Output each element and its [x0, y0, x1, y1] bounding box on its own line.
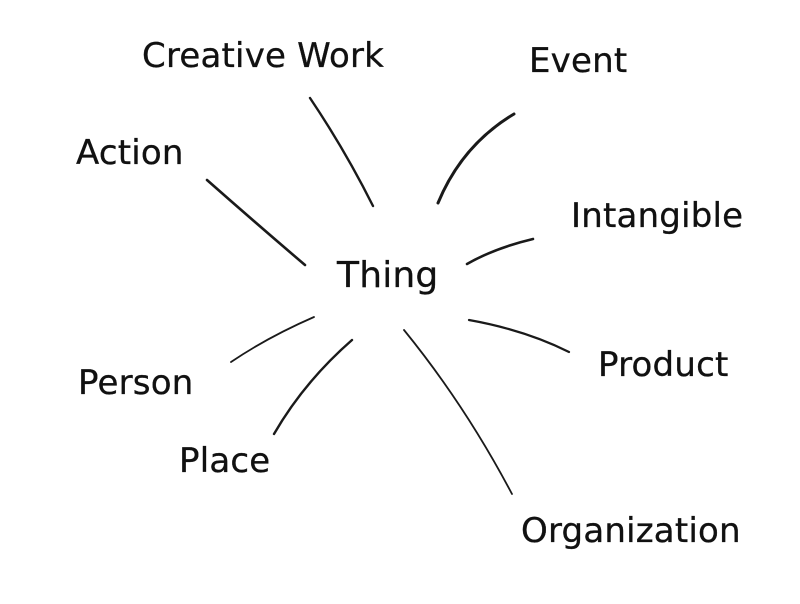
connector-person — [230, 316, 315, 363]
connector-organization — [403, 329, 513, 495]
node-event: Event — [529, 41, 628, 81]
node-person: Person — [78, 363, 194, 403]
connector-product — [467, 318, 571, 354]
node-organization: Organization — [521, 511, 741, 551]
connector-action — [205, 178, 307, 267]
node-thing: Thing — [337, 255, 439, 296]
node-creative-work: Creative Work — [142, 36, 385, 76]
node-action: Action — [76, 133, 184, 173]
node-place: Place — [179, 441, 271, 481]
node-intangible: Intangible — [571, 196, 744, 236]
connector-creative-work — [308, 96, 375, 208]
node-product: Product — [598, 345, 729, 385]
connector-place — [272, 338, 354, 436]
connector-intangible — [465, 237, 535, 266]
connector-event — [436, 112, 516, 205]
